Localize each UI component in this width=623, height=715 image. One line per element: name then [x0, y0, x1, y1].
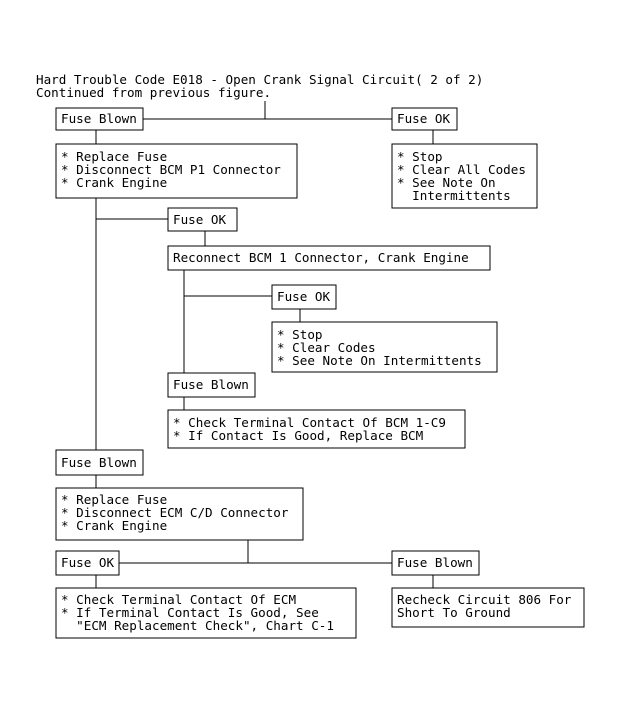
diagram-subtitle: Continued from previous figure. — [36, 85, 271, 100]
flow-box-text: * Clear Codes — [277, 340, 376, 355]
flow-box-text: * Clear All Codes — [397, 162, 526, 177]
flow-box-text: Fuse OK — [173, 212, 226, 227]
flow-box-replace-fuse-ecm: * Replace Fuse * Disconnect ECM C/D Conn… — [55, 487, 304, 541]
flow-box-stop-clear-all: * Stop * Clear All Codes * See Note On I… — [391, 143, 538, 209]
flow-box-text: Fuse OK — [397, 111, 450, 126]
flow-box-text: Reconnect BCM 1 Connector, Crank Engine — [173, 250, 469, 265]
flow-box-text: * Crank Engine — [61, 175, 167, 190]
flow-box-fuse-blown-1: Fuse Blown — [55, 107, 144, 131]
flow-box-text: Fuse OK — [61, 555, 114, 570]
flow-box-fuse-ok-1: Fuse OK — [391, 107, 458, 131]
flow-box-text: Fuse Blown — [61, 111, 137, 126]
flow-box-fuse-ok-4: Fuse OK — [55, 550, 120, 576]
flow-box-recheck-circuit: Recheck Circuit 806 For Short To Ground — [391, 587, 585, 628]
flow-box-text: * Crank Engine — [61, 518, 167, 533]
flow-box-text: * Stop — [277, 327, 323, 342]
flow-box-fuse-ok-2: Fuse OK — [167, 207, 238, 232]
flow-box-fuse-blown-2: Fuse Blown — [167, 372, 256, 398]
flow-box-text: Fuse OK — [277, 289, 330, 304]
connectors — [95, 101, 434, 588]
flow-box-text: Recheck Circuit 806 For — [397, 592, 572, 607]
flow-box-text: Fuse Blown — [397, 555, 473, 570]
flow-box-text: Intermittents — [397, 188, 511, 203]
flow-box-text: * If Terminal Contact Is Good, See — [61, 605, 319, 620]
flow-box-text: * Check Terminal Contact Of ECM — [61, 592, 296, 607]
flow-box-text: * See Note On — [397, 175, 496, 190]
diagram-title: Hard Trouble Code E018 - Open Crank Sign… — [36, 72, 483, 87]
flow-box-check-ecm-contact: * Check Terminal Contact Of ECM * If Ter… — [55, 587, 357, 639]
flow-box-fuse-ok-3: Fuse OK — [271, 284, 337, 310]
flow-box-check-bcm-contact: * Check Terminal Contact Of BCM 1-C9 * I… — [167, 409, 466, 449]
flow-box-text: * Check Terminal Contact Of BCM 1-C9 — [173, 415, 446, 430]
flow-box-text: * If Contact Is Good, Replace BCM — [173, 428, 424, 443]
flow-box-fuse-blown-3: Fuse Blown — [55, 449, 144, 476]
flow-box-text: * Replace Fuse — [61, 492, 167, 507]
flow-box-text: Fuse Blown — [173, 377, 249, 392]
flow-box-text: * Replace Fuse — [61, 149, 167, 164]
flow-box-text: Fuse Blown — [61, 455, 137, 470]
flow-box-text: Short To Ground — [397, 605, 511, 620]
flow-box-text: * Stop — [397, 149, 443, 164]
flow-box-reconnect-bcm: Reconnect BCM 1 Connector, Crank Engine — [167, 245, 491, 271]
flow-box-text: * Disconnect BCM P1 Connector — [61, 162, 281, 177]
flow-box-replace-fuse-bcm: * Replace Fuse * Disconnect BCM P1 Conne… — [55, 143, 298, 199]
flow-box-text: * Disconnect ECM C/D Connector — [61, 505, 289, 520]
flow-box-text: * See Note On Intermittents — [277, 353, 482, 368]
flow-box-fuse-blown-4: Fuse Blown — [391, 550, 480, 576]
flow-box-stop-clear-codes: * Stop * Clear Codes * See Note On Inter… — [271, 321, 498, 373]
flow-box-text: "ECM Replacement Check", Chart C-1 — [61, 618, 334, 633]
